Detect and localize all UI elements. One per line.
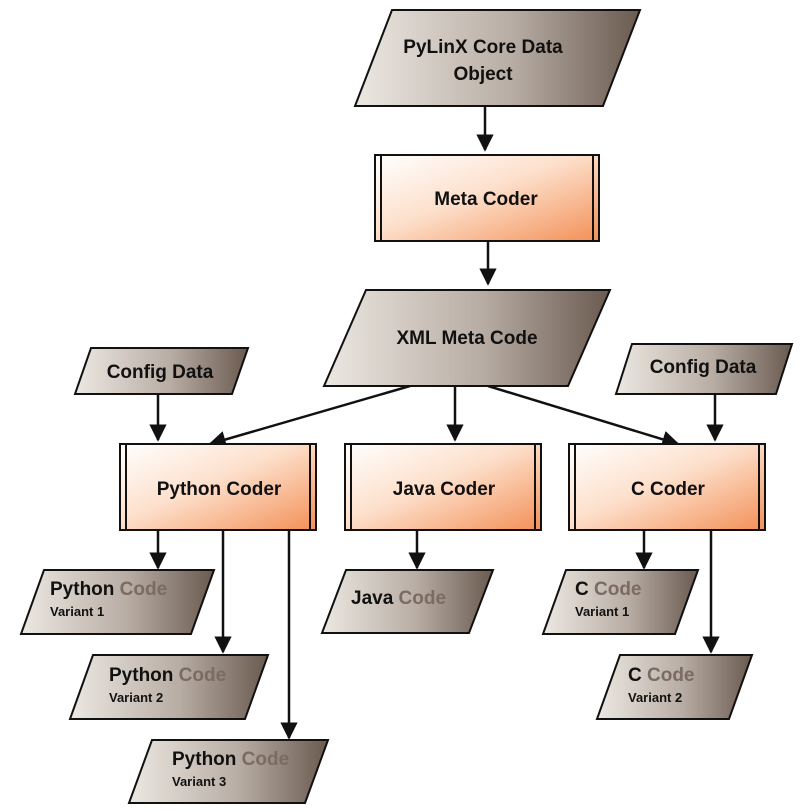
c-coder-label: C Coder: [631, 479, 706, 500]
node-python-code-variant3[interactable]: Python Code Variant 3: [127, 739, 330, 804]
java-code-title: Java Code: [351, 588, 446, 609]
arrow-xml-to-python-coder: [208, 384, 411, 449]
arrow-xml-to-c-coder: [487, 384, 680, 448]
config-data-left-label: Config Data: [107, 362, 214, 383]
node-python-coder[interactable]: Python Coder: [119, 443, 317, 531]
config-data-right-label: Config Data: [650, 357, 757, 378]
node-python-code-variant2[interactable]: Python Code Variant 2: [68, 654, 270, 720]
node-java-coder[interactable]: Java Coder: [344, 443, 542, 531]
python-code-variant2-variant: Variant 2: [109, 690, 163, 705]
connectors: [149, 106, 724, 740]
python-code-variant3-title: Python Code: [172, 749, 289, 770]
python-code-variant1-title: Python Code: [50, 579, 167, 600]
core-data-line1: PyLinX Core Data: [403, 37, 563, 58]
java-coder-label: Java Coder: [393, 479, 496, 500]
python-code-variant3-variant: Variant 3: [172, 774, 226, 789]
node-c-coder[interactable]: C Coder: [568, 443, 766, 531]
node-config-data-right[interactable]: Config Data: [614, 343, 794, 395]
node-python-code-variant1[interactable]: Python Code Variant 1: [19, 569, 216, 635]
python-code-variant1-variant: Variant 1: [50, 604, 104, 619]
node-c-code-variant2[interactable]: C Code Variant 2: [595, 654, 754, 720]
node-c-code-variant1[interactable]: C Code Variant 1: [541, 569, 700, 635]
node-xml-meta-code[interactable]: XML Meta Code: [322, 289, 612, 387]
node-meta-coder[interactable]: Meta Coder: [374, 154, 600, 242]
xml-meta-code-label: XML Meta Code: [396, 328, 537, 349]
c-code-variant1-variant: Variant 1: [575, 604, 629, 619]
node-config-data-left[interactable]: Config Data: [73, 347, 250, 395]
c-code-variant2-title: C Code: [628, 665, 695, 686]
node-java-code[interactable]: Java Code: [320, 569, 495, 634]
node-core-data-object[interactable]: PyLinX Core Data Object: [353, 9, 642, 107]
python-code-variant2-title: Python Code: [109, 665, 226, 686]
c-code-variant2-variant: Variant 2: [628, 690, 682, 705]
core-data-line2: Object: [453, 64, 513, 85]
c-code-variant1-title: C Code: [575, 579, 642, 600]
python-coder-label: Python Coder: [157, 479, 282, 500]
meta-coder-label: Meta Coder: [434, 189, 538, 210]
